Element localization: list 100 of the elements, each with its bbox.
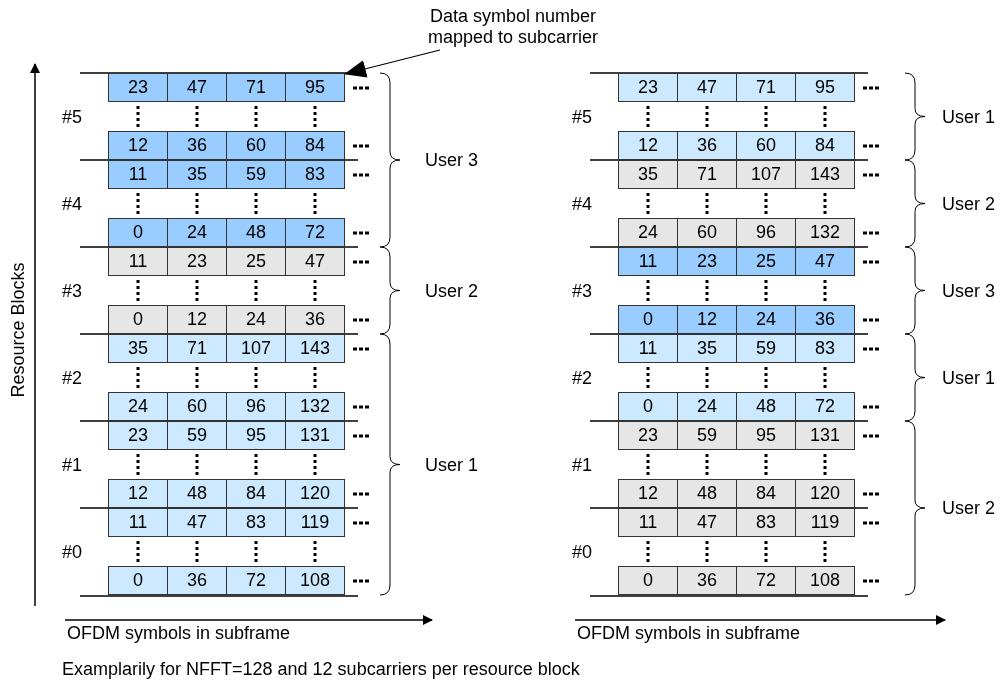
symbol-cell: 71 — [677, 160, 737, 189]
symbol-cell: 36 — [677, 566, 737, 595]
symbol-cell: 59 — [226, 160, 286, 189]
symbol-cell: 83 — [795, 334, 855, 363]
symbol-cell: 120 — [795, 479, 855, 508]
symbol-cell: 60 — [677, 218, 737, 247]
axis-label: OFDM symbols in subframe — [67, 624, 291, 642]
symbol-cell: 35 — [677, 334, 737, 363]
symbol-cell: 24 — [736, 305, 796, 334]
symbol-cell: 24 — [108, 392, 168, 421]
annotation-text: Data symbol number mapped to subcarrier — [398, 6, 628, 48]
symbol-cell: 12 — [108, 479, 168, 508]
axis-title: Resource Blocks — [9, 262, 27, 398]
symbol-cell: 72 — [795, 392, 855, 421]
symbol-cell: 11 — [618, 247, 678, 276]
symbol-cell: 84 — [736, 479, 796, 508]
symbol-cell: 24 — [226, 305, 286, 334]
block-number: #5 — [572, 108, 593, 126]
block-number: #4 — [62, 195, 83, 213]
symbol-cell: 36 — [795, 305, 855, 334]
symbol-cell: 35 — [618, 160, 678, 189]
symbol-cell: 11 — [108, 247, 168, 276]
symbol-cell: 48 — [736, 392, 796, 421]
symbol-cell: 23 — [167, 247, 227, 276]
leader-arrow — [344, 49, 441, 78]
user-label: User 2 — [942, 194, 995, 213]
symbol-cell: 120 — [285, 479, 345, 508]
symbol-cell: 47 — [795, 247, 855, 276]
block-number: #2 — [62, 369, 83, 387]
symbol-cell: 47 — [285, 247, 345, 276]
symbol-cell: 95 — [795, 73, 855, 102]
symbol-cell: 47 — [167, 73, 227, 102]
user-label: User 1 — [425, 455, 478, 474]
symbol-cell: 71 — [167, 334, 227, 363]
symbol-cell: 23 — [677, 247, 737, 276]
symbol-cell: 11 — [618, 508, 678, 537]
symbol-cell: 35 — [167, 160, 227, 189]
symbol-cell: 36 — [677, 131, 737, 160]
symbol-cell: 59 — [736, 334, 796, 363]
symbol-cell: 96 — [226, 392, 286, 421]
symbol-cell: 59 — [167, 421, 227, 450]
symbol-cell: 72 — [736, 566, 796, 595]
block-number: #3 — [62, 282, 83, 300]
symbol-cell: 107 — [226, 334, 286, 363]
block-number: #3 — [572, 282, 593, 300]
symbol-cell: 96 — [736, 218, 796, 247]
symbol-cell: 108 — [795, 566, 855, 595]
symbol-cell: 107 — [736, 160, 796, 189]
symbol-cell: 48 — [226, 218, 286, 247]
symbol-cell: 36 — [167, 131, 227, 160]
symbol-cell: 24 — [677, 392, 737, 421]
block-number: #0 — [62, 543, 83, 561]
symbol-cell: 47 — [677, 73, 737, 102]
symbol-cell: 71 — [736, 73, 796, 102]
user-label: User 3 — [942, 281, 995, 300]
symbol-cell: 48 — [167, 479, 227, 508]
user-label: User 3 — [425, 151, 478, 169]
symbol-cell: 95 — [736, 421, 796, 450]
symbol-cell: 95 — [226, 421, 286, 450]
symbol-cell: 83 — [285, 160, 345, 189]
symbol-cell: 143 — [285, 334, 345, 363]
symbol-cell: 11 — [108, 508, 168, 537]
symbol-cell: 60 — [226, 131, 286, 160]
symbol-cell: 84 — [795, 131, 855, 160]
symbol-cell: 12 — [677, 305, 737, 334]
block-number: #4 — [572, 195, 593, 213]
symbol-cell: 24 — [167, 218, 227, 247]
symbol-cell: 47 — [677, 508, 737, 537]
symbol-cell: 84 — [226, 479, 286, 508]
block-number: #2 — [572, 369, 593, 387]
symbol-cell: 24 — [618, 218, 678, 247]
symbol-cell: 72 — [285, 218, 345, 247]
symbol-cell: 35 — [108, 334, 168, 363]
symbol-cell: 23 — [108, 421, 168, 450]
caption: Examplarily for NFFT=128 and 12 subcarriers per resource block — [62, 660, 580, 678]
symbol-cell: 131 — [285, 421, 345, 450]
symbol-cell: 47 — [167, 508, 227, 537]
symbol-cell: 12 — [618, 479, 678, 508]
symbol-cell: 71 — [226, 73, 286, 102]
symbol-cell: 0 — [108, 218, 168, 247]
axis-label: OFDM symbols in subframe — [577, 624, 801, 642]
symbol-cell: 48 — [677, 479, 737, 508]
user-label: User 1 — [942, 368, 995, 387]
symbol-cell: 59 — [677, 421, 737, 450]
symbol-cell: 23 — [108, 73, 168, 102]
symbol-cell: 36 — [285, 305, 345, 334]
symbol-cell: 83 — [736, 508, 796, 537]
symbol-cell: 0 — [618, 305, 678, 334]
symbol-cell: 23 — [618, 73, 678, 102]
symbol-cell: 72 — [226, 566, 286, 595]
symbol-cell: 84 — [285, 131, 345, 160]
symbol-cell: 60 — [736, 131, 796, 160]
block-number: #1 — [572, 456, 593, 474]
symbol-cell: 132 — [285, 392, 345, 421]
block-number: #0 — [572, 543, 593, 561]
symbol-cell: 12 — [618, 131, 678, 160]
user-label: User 1 — [942, 107, 995, 126]
symbol-cell: 11 — [618, 334, 678, 363]
symbol-cell: 25 — [736, 247, 796, 276]
symbol-cell: 12 — [108, 131, 168, 160]
